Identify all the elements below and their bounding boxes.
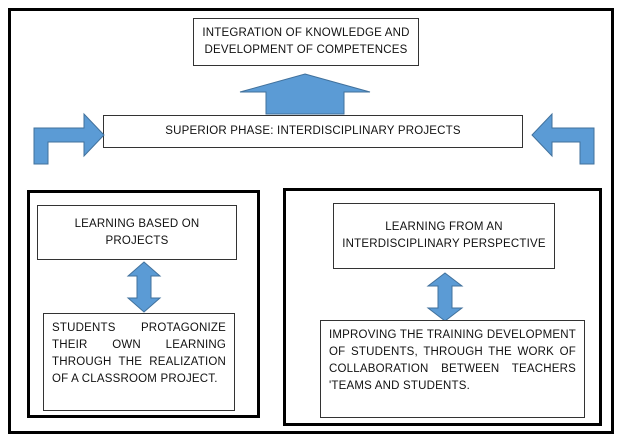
- right-bent-arrow-icon: [531, 112, 595, 165]
- left-panel-body: STUDENTS PROTAGONIZE THEIR OWN LEARNING …: [52, 322, 226, 385]
- left-bent-arrow-icon: [33, 112, 105, 165]
- left-panel: [27, 190, 260, 418]
- right-panel-title-box: LEARNING FROM AN INTERDISCIPLINARY PERSP…: [333, 203, 555, 269]
- integration-text: INTEGRATION OF KNOWLEDGE AND DEVELOPMENT…: [202, 27, 410, 56]
- left-panel-body-box: STUDENTS PROTAGONIZE THEIR OWN LEARNING …: [43, 313, 235, 411]
- diagram-frame: [8, 8, 614, 434]
- superior-phase-text: SUPERIOR PHASE: INTERDISCIPLINARY PROJEC…: [165, 125, 461, 137]
- right-panel-body-box: IMPROVING THE TRAINING DEVELOPMENT OF ST…: [320, 320, 585, 418]
- integration-box: INTEGRATION OF KNOWLEDGE AND DEVELOPMENT…: [193, 18, 419, 66]
- right-panel-body: IMPROVING THE TRAINING DEVELOPMENT OF ST…: [329, 329, 576, 392]
- up-arrow-icon: [239, 73, 371, 115]
- right-panel: [283, 188, 602, 426]
- superior-phase-box: SUPERIOR PHASE: INTERDISCIPLINARY PROJEC…: [103, 115, 523, 148]
- left-panel-title-box: LEARNING BASED ON PROJECTS: [37, 205, 237, 260]
- right-double-arrow-icon: [426, 272, 464, 322]
- left-panel-title: LEARNING BASED ON PROJECTS: [74, 217, 200, 247]
- left-double-arrow-icon: [126, 261, 162, 313]
- right-panel-title: LEARNING FROM AN INTERDISCIPLINARY PERSP…: [342, 221, 546, 250]
